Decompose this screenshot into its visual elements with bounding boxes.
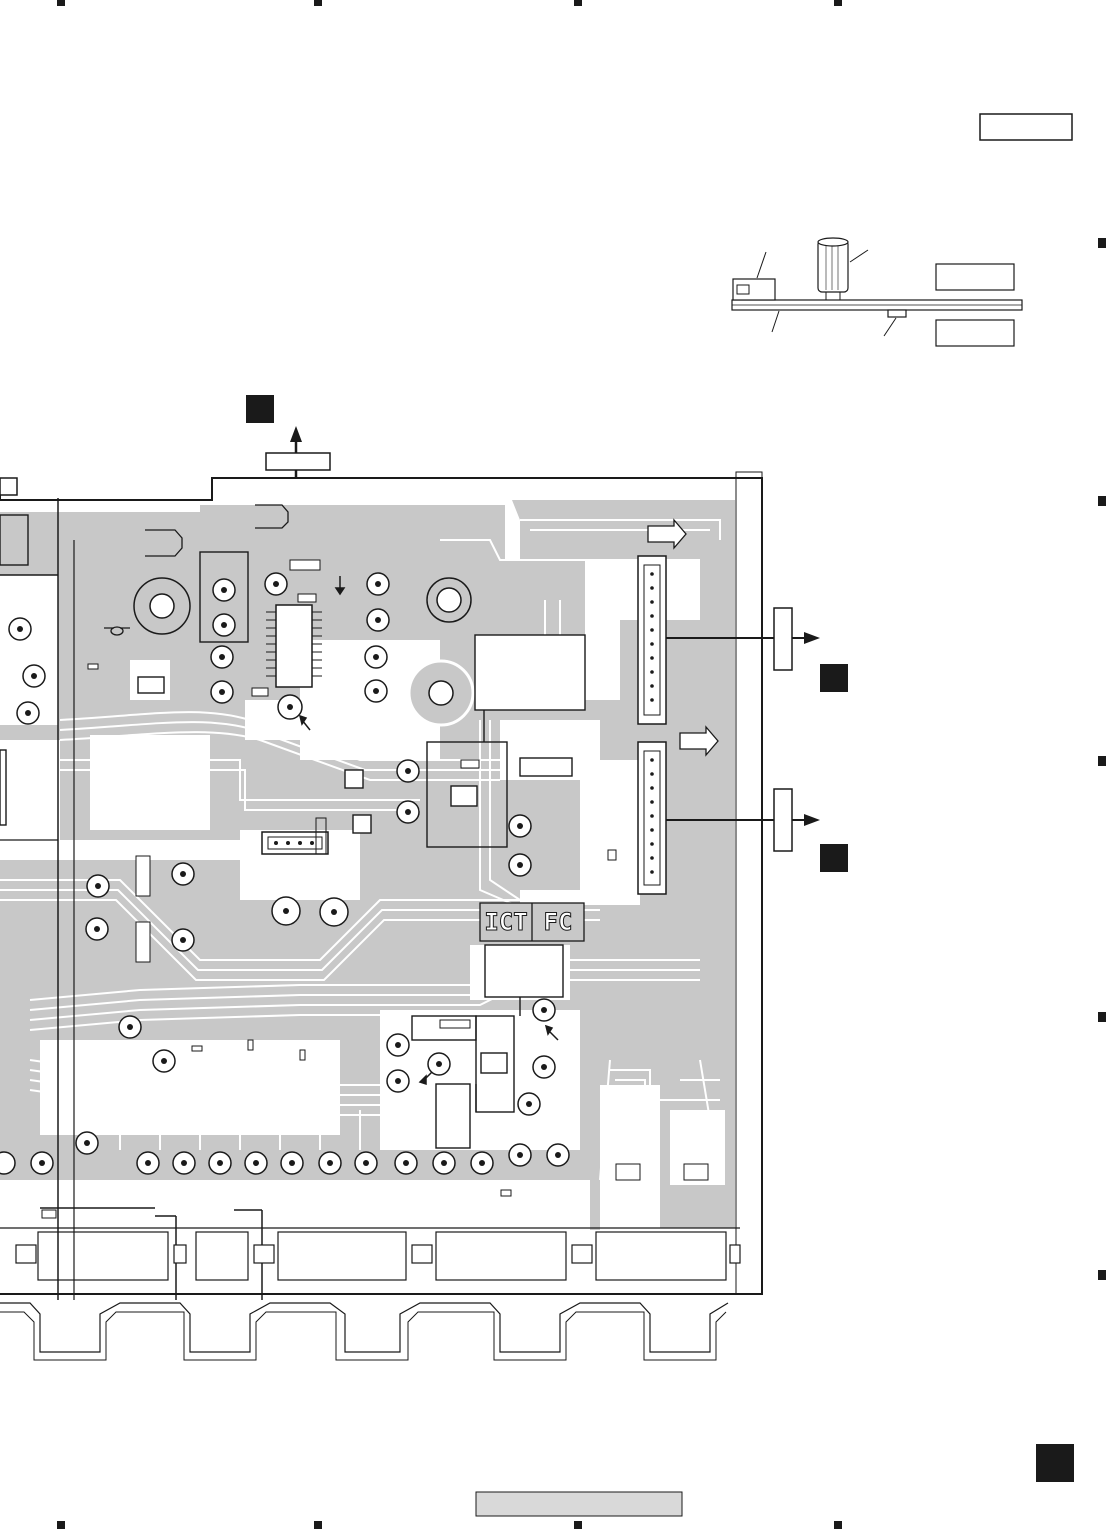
ic-chip-3 <box>481 1053 507 1073</box>
side-mark-5 <box>1098 1270 1106 1280</box>
ic-chip-5 <box>353 815 371 833</box>
ic-chip-1 <box>520 758 572 776</box>
side-mark-1 <box>1098 238 1106 248</box>
leader-3 <box>772 311 779 332</box>
bottom-mark-4 <box>834 1521 842 1529</box>
sheet-marker-top <box>246 395 274 423</box>
top-mark-4 <box>834 0 842 6</box>
solder-side-chip <box>888 310 906 317</box>
board-corner-tab <box>0 478 17 495</box>
bottom-mark-2 <box>314 1521 322 1529</box>
ic-label-strip <box>290 560 320 570</box>
bottom-mark-1 <box>57 1521 65 1529</box>
leader-2 <box>850 250 868 262</box>
leader-4 <box>884 318 896 336</box>
solder-side-label-box <box>936 320 1014 346</box>
capacitor-top <box>818 238 848 246</box>
main-ic-body <box>276 605 312 687</box>
up-arrow-label-box <box>266 453 330 470</box>
pcb-board: ICT FC <box>0 472 762 1360</box>
top-mark-1 <box>57 0 65 6</box>
sheet-marker-upper <box>820 664 848 692</box>
output-arrow-lower-head <box>804 814 820 826</box>
silkscreen-ict: ICT <box>484 908 527 936</box>
side-mark-2 <box>1098 496 1106 506</box>
side-view-inset <box>732 238 1022 346</box>
page-footer-bar <box>476 1492 682 1516</box>
output-arrow-upper-head <box>804 632 820 644</box>
top-mark-2 <box>314 0 322 6</box>
view-label-box <box>980 114 1072 140</box>
page-corner-marker <box>1036 1444 1074 1482</box>
ic-chip-4 <box>345 770 363 788</box>
chassis-panel-outline <box>0 1303 728 1352</box>
component-side-label-box <box>936 264 1014 290</box>
side-mark-3 <box>1098 756 1106 766</box>
output-label-box-upper <box>774 608 792 670</box>
sheet-marker-lower <box>820 844 848 872</box>
top-mark-3 <box>574 0 582 6</box>
side-mark-4 <box>1098 1012 1106 1022</box>
smd-part-side <box>733 279 775 300</box>
bottom-mark-3 <box>574 1521 582 1529</box>
leader-1 <box>757 252 766 278</box>
silkscreen-fc: FC <box>544 908 573 936</box>
electrolytic-capacitor-side <box>818 240 848 292</box>
ic-chip-2 <box>451 786 477 806</box>
silkscreen-block: ICT FC <box>480 903 584 941</box>
output-label-box-lower <box>774 789 792 851</box>
